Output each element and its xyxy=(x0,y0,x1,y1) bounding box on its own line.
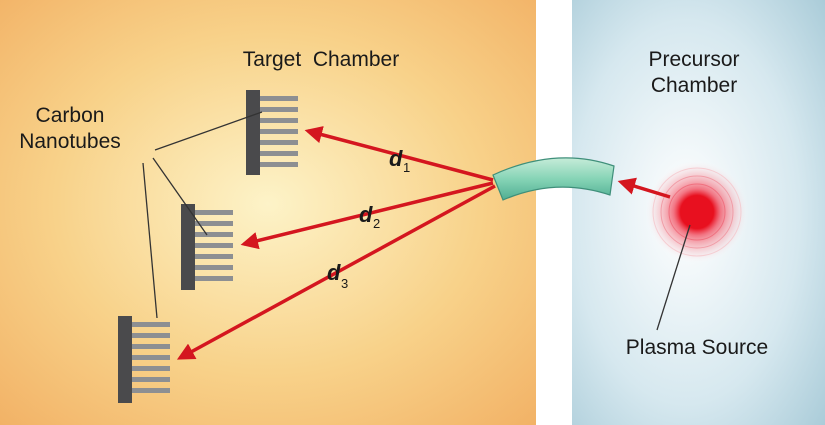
distance-label-d3: d 3 xyxy=(327,260,348,291)
distance-label-d1: d 1 xyxy=(389,146,410,175)
plasma-to-nozzle-arrow xyxy=(617,177,671,199)
d1-subscript: 1 xyxy=(403,160,410,175)
nanotubes-label: Nanotubes xyxy=(19,130,121,153)
nanotubes-leader-2 xyxy=(152,157,208,236)
nanotubes-leader-1 xyxy=(154,111,263,151)
carbon-label: Carbon xyxy=(36,104,105,127)
precursor-chamber-label: Chamber xyxy=(651,74,737,97)
chamber-divider xyxy=(536,0,572,425)
distance-label-d2: d 2 xyxy=(359,202,380,231)
nanotube-cluster-1 xyxy=(246,90,298,175)
d2-subscript: 2 xyxy=(373,216,380,231)
d3-symbol: d xyxy=(327,260,341,285)
plasma-source-label: Plasma Source xyxy=(626,336,768,359)
d2-symbol: d xyxy=(359,202,373,227)
plasma-source xyxy=(645,160,749,264)
nanotube-cluster-2 xyxy=(181,204,233,290)
distance-arrow-d1 xyxy=(304,126,494,182)
d1-symbol: d xyxy=(389,146,403,171)
target-chamber-label: Target Chamber xyxy=(243,48,399,71)
plasma-source-leader xyxy=(656,224,691,331)
d3-subscript: 3 xyxy=(341,276,348,291)
transfer-nozzle xyxy=(492,157,615,201)
nanotubes-leader-3 xyxy=(142,162,158,319)
precursor-label: Precursor xyxy=(648,48,739,71)
nanotube-cluster-3 xyxy=(118,316,170,403)
distance-arrow-d3 xyxy=(176,184,496,360)
distance-arrow-d2 xyxy=(240,181,494,250)
